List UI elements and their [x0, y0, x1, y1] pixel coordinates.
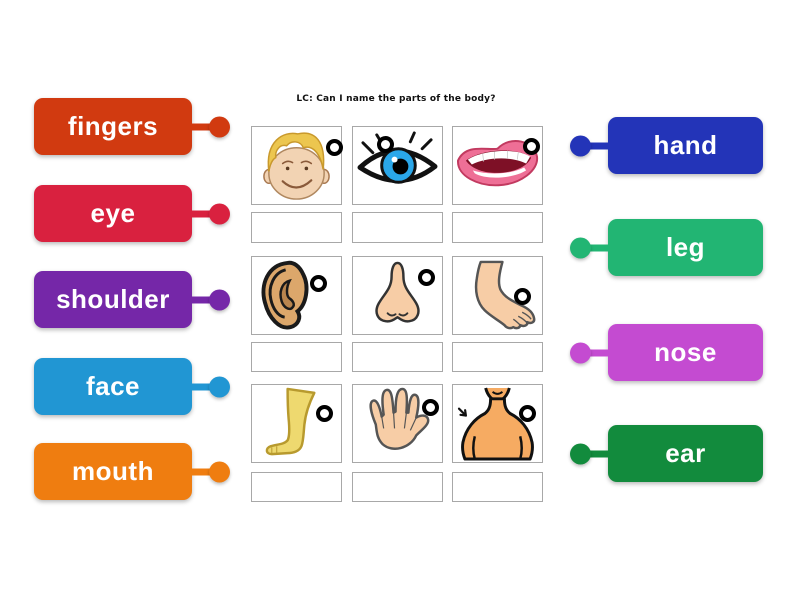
connector-dot	[570, 443, 591, 464]
label-mouth[interactable]: mouth	[34, 443, 230, 500]
connector-line	[191, 383, 211, 390]
connector-dot	[209, 116, 230, 137]
marker-nose[interactable]	[418, 269, 435, 286]
marker-arm[interactable]	[514, 288, 531, 305]
label-eye[interactable]: eye	[34, 185, 230, 242]
marker-ear[interactable]	[310, 275, 327, 292]
label-text: eye	[90, 198, 136, 228]
label-leg[interactable]: leg	[570, 219, 763, 276]
label-shoulder[interactable]: shoulder	[34, 271, 230, 328]
answer-box	[452, 212, 543, 243]
connector-dot	[570, 237, 591, 258]
ear-image	[261, 260, 309, 330]
label-text: ear	[665, 438, 706, 468]
marker-leg[interactable]	[316, 405, 333, 422]
answer-box	[352, 472, 443, 502]
label-box: fingers	[34, 98, 192, 155]
eye-image	[357, 131, 438, 184]
picture-cell-face	[251, 126, 342, 205]
answer-box	[251, 472, 342, 502]
label-box: face	[34, 358, 192, 415]
label-text: hand	[653, 130, 718, 160]
connector-dot	[209, 376, 230, 397]
marker-face[interactable]	[326, 139, 343, 156]
label-box: ear	[608, 425, 763, 482]
connector-line	[191, 123, 211, 130]
worksheet-title: LC: Can I name the parts of the body?	[296, 94, 496, 104]
connector-line	[589, 450, 609, 457]
connector-dot	[209, 461, 230, 482]
connector-line	[589, 142, 609, 149]
label-face[interactable]: face	[34, 358, 230, 415]
picture-cell-eye	[352, 126, 443, 205]
label-ear[interactable]: ear	[570, 425, 763, 482]
marker-eye[interactable]	[377, 136, 394, 153]
arm-image	[474, 260, 536, 330]
label-box: leg	[608, 219, 763, 276]
label-text: leg	[665, 232, 706, 262]
marker-hand[interactable]	[422, 399, 439, 416]
label-box: mouth	[34, 443, 192, 500]
connector-line	[589, 244, 609, 251]
connector-line	[191, 296, 211, 303]
picture-cell-nose	[352, 256, 443, 335]
answer-box	[352, 342, 443, 372]
label-hand[interactable]: hand	[570, 117, 763, 174]
label-box: hand	[608, 117, 763, 174]
connector-line	[191, 468, 211, 475]
label-text: face	[85, 371, 141, 401]
label-box: shoulder	[34, 271, 192, 328]
answer-box	[352, 212, 443, 243]
marker-mouth[interactable]	[523, 138, 540, 155]
marker-shoulders[interactable]	[519, 405, 536, 422]
picture-cell-shoulders	[452, 384, 543, 463]
hand-image	[369, 387, 430, 450]
label-text: mouth	[72, 456, 154, 486]
connector-line	[589, 349, 609, 356]
connector-dot	[570, 135, 591, 156]
connector-line	[191, 210, 211, 217]
answer-box	[452, 472, 543, 502]
picture-cell-hand	[352, 384, 443, 463]
picture-cell-ear	[251, 256, 342, 335]
label-text: shoulder	[56, 284, 170, 314]
answer-box	[251, 212, 342, 243]
label-nose[interactable]: nose	[570, 324, 763, 381]
picture-cell-leg	[251, 384, 342, 463]
label-fingers[interactable]: fingers	[34, 98, 230, 155]
connector-dot	[209, 203, 230, 224]
label-text: nose	[654, 337, 717, 367]
face-image	[263, 132, 330, 200]
answer-box	[251, 342, 342, 372]
answer-box	[452, 342, 543, 372]
shoulders-image	[457, 387, 534, 461]
connector-dot	[209, 289, 230, 310]
label-box: eye	[34, 185, 192, 242]
connector-dot	[570, 342, 591, 363]
leg-image	[265, 387, 316, 456]
label-text: fingers	[67, 111, 159, 141]
nose-image	[375, 261, 420, 323]
mouth-image	[457, 139, 538, 187]
label-box: nose	[608, 324, 763, 381]
